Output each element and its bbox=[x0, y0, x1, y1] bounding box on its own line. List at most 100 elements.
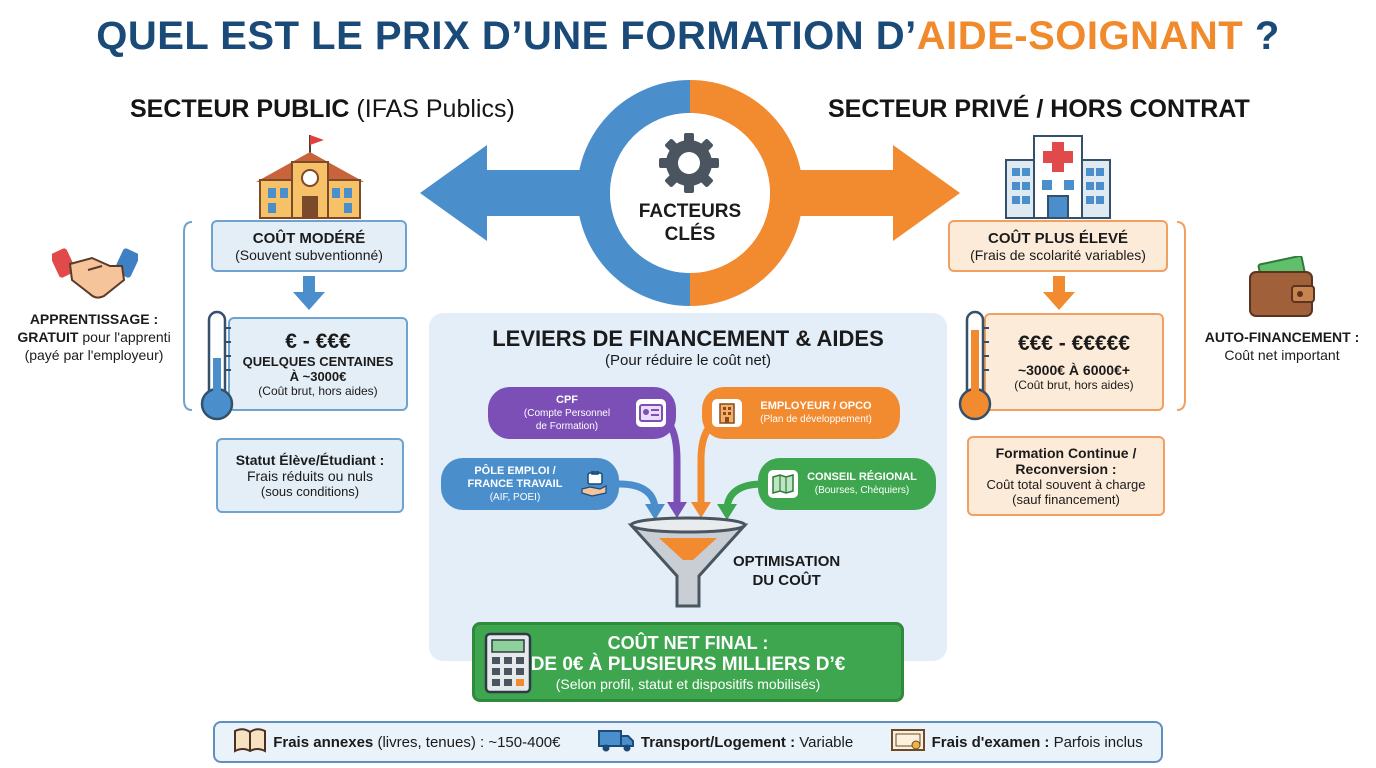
private-thermometer-icon bbox=[958, 310, 992, 421]
cpf-title: CPF bbox=[556, 393, 578, 406]
private-amount-note: (Coût brut, hors aides) bbox=[1014, 378, 1134, 392]
private-sector-title: SECTEUR PRIVÉ / HORS CONTRAT bbox=[828, 95, 1250, 123]
footer-item-transport: Transport/Logement : Variable bbox=[597, 727, 853, 757]
private-status-title2: Reconversion : bbox=[1015, 461, 1117, 477]
public-amount-line1: QUELQUES CENTAINES bbox=[242, 354, 394, 369]
apprenticeship-title: APPRENTISSAGE : bbox=[29, 311, 159, 327]
levers-title: LEVIERS DE FINANCEMENT & AIDES bbox=[492, 326, 884, 351]
office-building-icon bbox=[712, 399, 742, 427]
apprenticeship-for: pour l'apprenti bbox=[78, 329, 171, 345]
public-status-line2: (sous conditions) bbox=[260, 484, 360, 499]
private-cost-title: COÛT PLUS ÉLEVÉ bbox=[987, 229, 1129, 247]
key-factors-label: FACTEURS CLÉS bbox=[610, 200, 770, 246]
private-price-box: €€€ - €€€€€ ~3000€ À 6000€+ (Coût brut, … bbox=[984, 313, 1164, 411]
footer-exam-label: Frais d'examen : bbox=[931, 733, 1050, 751]
levers-heading: LEVIERS DE FINANCEMENT & AIDES (Pour réd… bbox=[429, 326, 947, 369]
footer-transport-value: Variable bbox=[795, 733, 854, 751]
page-title: QUEL EST LE PRIX D’UNE FORMATION D’AIDE-… bbox=[0, 14, 1376, 59]
key-factors-ring bbox=[420, 80, 960, 306]
employer-text: EMPLOYEUR / OPCO (Plan de développement) bbox=[742, 400, 890, 426]
title-end: ? bbox=[1243, 14, 1280, 58]
private-amount: ~3000€ À 6000€+ bbox=[1017, 362, 1131, 378]
ring-right-half bbox=[690, 80, 803, 306]
key-factors-line1: FACTEURS bbox=[638, 201, 742, 222]
private-bracket bbox=[1176, 221, 1186, 411]
regional-council-title: CONSEIL RÉGIONAL bbox=[807, 471, 917, 483]
calculator-icon bbox=[484, 632, 532, 694]
public-cost-subtitle: (Souvent subventionné) bbox=[235, 246, 383, 263]
public-status-box: Statut Élève/Étudiant : Frais réduits ou… bbox=[216, 438, 404, 513]
private-cost-box: COÛT PLUS ÉLEVÉ (Frais de scolarité vari… bbox=[948, 220, 1168, 272]
right-arrow bbox=[785, 145, 960, 241]
wallet-icon bbox=[1249, 256, 1315, 317]
optimisation-line1: OPTIMISATION bbox=[733, 553, 841, 570]
public-price-box: € - €€€ QUELQUES CENTAINES À ~3000€ (Coû… bbox=[228, 317, 408, 411]
self-funding-text: AUTO-FINANCEMENT : Coût net important bbox=[1190, 328, 1374, 364]
ring-left-half bbox=[577, 80, 690, 306]
public-amount-line2: À ~3000€ bbox=[289, 369, 347, 384]
public-title-light: (IFAS Publics) bbox=[356, 95, 515, 123]
private-down-arrow bbox=[1043, 276, 1075, 310]
cpf-line1: (Compte Personnel bbox=[523, 407, 611, 419]
public-sector-title: SECTEUR PUBLIC (IFAS Publics) bbox=[130, 95, 515, 124]
pole-emploi-subtitle: (AIF, POEI) bbox=[489, 491, 541, 503]
self-funding-note: Coût net important bbox=[1224, 347, 1340, 363]
footer-item-ancillary: Frais annexes (livres, tenues) : ~150-40… bbox=[233, 727, 560, 757]
funnel-icon bbox=[627, 516, 749, 608]
private-status-box: Formation Continue / Reconversion : Coût… bbox=[967, 436, 1165, 516]
cpf-pill: CPF (Compte Personnel de Formation) bbox=[488, 387, 676, 439]
public-status-line1: Frais réduits ou nuls bbox=[246, 468, 374, 484]
final-cost-range: DE 0€ À PLUSIEURS MILLIERS D’€ bbox=[530, 653, 846, 675]
footer-item-exam: Frais d'examen : Parfois inclus bbox=[890, 727, 1143, 757]
public-thermometer-icon bbox=[200, 310, 234, 421]
public-title-bold: SECTEUR PUBLIC bbox=[130, 95, 350, 123]
final-cost-title: COÛT NET FINAL : bbox=[607, 632, 769, 653]
additional-costs-bar: Frais annexes (livres, tenues) : ~150-40… bbox=[213, 721, 1163, 763]
certificate-icon bbox=[890, 727, 926, 757]
private-price-range: €€€ - €€€€€ bbox=[1017, 332, 1131, 355]
levers-subtitle: (Pour réduire le coût net) bbox=[605, 352, 771, 369]
public-bracket bbox=[183, 221, 193, 411]
regional-council-subtitle: (Bourses, Chèquiers) bbox=[814, 485, 910, 496]
cpf-line2: de Formation) bbox=[535, 420, 599, 432]
public-down-arrow bbox=[293, 276, 325, 310]
private-status-line1: Coût total souvent à charge bbox=[986, 477, 1146, 492]
footer-transport-label: Transport/Logement : bbox=[640, 733, 796, 751]
private-status-line2: (sauf financement) bbox=[1012, 492, 1120, 507]
school-icon bbox=[256, 135, 364, 219]
cost-optimisation-label: OPTIMISATION DU COÛT bbox=[733, 552, 840, 590]
private-cost-subtitle: (Frais de scolarité variables) bbox=[970, 246, 1146, 263]
apprenticeship-text: APPRENTISSAGE : GRATUIT pour l'apprenti … bbox=[4, 310, 184, 364]
private-status-title1: Formation Continue / bbox=[995, 445, 1137, 461]
employer-subtitle: (Plan de développement) bbox=[760, 414, 872, 425]
public-price-range: € - €€€ bbox=[285, 330, 351, 353]
funnel-flow bbox=[618, 412, 764, 608]
footer-exam-value: Parfois inclus bbox=[1049, 733, 1143, 751]
pole-emploi-title1: PÔLE EMPLOI / bbox=[474, 464, 556, 477]
title-main: QUEL EST LE PRIX D’UNE FORMATION D’ bbox=[96, 14, 917, 58]
map-icon bbox=[768, 470, 798, 498]
public-cost-box: COÛT MODÉRÉ (Souvent subventionné) bbox=[211, 220, 407, 272]
employer-title: EMPLOYEUR / OPCO bbox=[760, 400, 872, 412]
apprenticeship-free: GRATUIT bbox=[17, 329, 79, 345]
employer-pill: EMPLOYEUR / OPCO (Plan de développement) bbox=[702, 387, 900, 439]
gear-icon bbox=[659, 133, 719, 193]
pole-emploi-text: PÔLE EMPLOI / FRANCE TRAVAIL (AIF, POEI) bbox=[451, 465, 579, 504]
regional-council-pill: CONSEIL RÉGIONAL (Bourses, Chèquiers) bbox=[758, 458, 936, 510]
footer-ancillary-label: Frais annexes bbox=[273, 733, 374, 751]
footer-ancillary-value: (livres, tenues) : ~150-400€ bbox=[373, 733, 561, 751]
final-net-cost-box: COÛT NET FINAL : DE 0€ À PLUSIEURS MILLI… bbox=[472, 622, 904, 702]
self-funding-title: AUTO-FINANCEMENT : bbox=[1204, 329, 1360, 345]
hospital-icon bbox=[1005, 135, 1111, 219]
public-status-title: Statut Élève/Étudiant : bbox=[235, 452, 385, 468]
apprenticeship-note: (payé par l'employeur) bbox=[24, 347, 164, 363]
regional-council-text: CONSEIL RÉGIONAL (Bourses, Chèquiers) bbox=[798, 471, 926, 497]
truck-icon bbox=[597, 727, 635, 757]
pole-emploi-pill: PÔLE EMPLOI / FRANCE TRAVAIL (AIF, POEI) bbox=[441, 458, 619, 510]
briefcase-hand-icon bbox=[579, 470, 609, 498]
book-icon bbox=[233, 727, 267, 757]
final-cost-note: (Selon profil, statut et dispositifs mob… bbox=[555, 675, 821, 692]
public-amount-note: (Coût brut, hors aides) bbox=[258, 384, 378, 398]
id-card-icon bbox=[636, 399, 666, 427]
optimisation-line2: DU COÛT bbox=[752, 572, 821, 589]
